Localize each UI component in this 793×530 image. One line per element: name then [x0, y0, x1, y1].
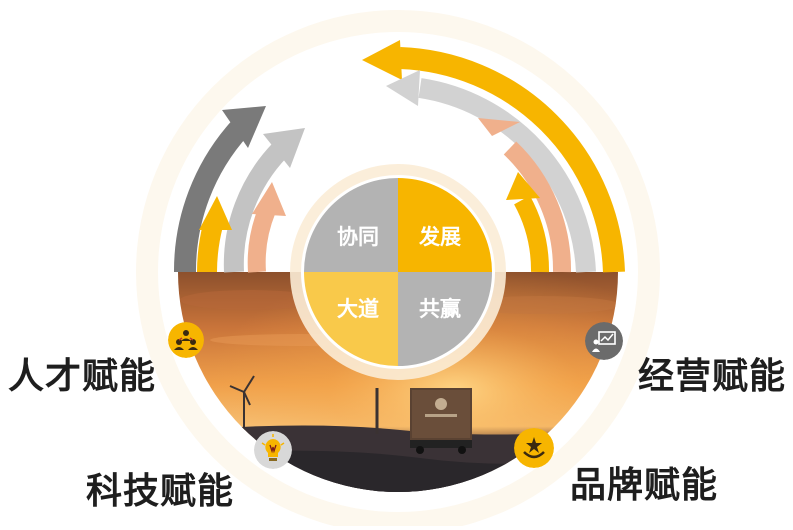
quadrant-top-left [304, 178, 398, 272]
label-brand-empowerment: 品牌赋能 [570, 465, 719, 506]
arrow-head [506, 172, 540, 200]
wind-turbine [229, 375, 379, 434]
arrow-head [263, 128, 305, 168]
quadrant-bottom-left [304, 272, 398, 366]
team-icon [168, 322, 204, 358]
arrow-head [386, 70, 420, 106]
arrow-head [362, 40, 402, 80]
presentation-chart-icon [585, 322, 623, 360]
quadrant-bottom-right [398, 272, 492, 366]
arrow-head [478, 118, 520, 136]
quadrant-label-top-right: 发展 [418, 225, 461, 249]
right-arrows [362, 40, 625, 273]
quadrant-label-bottom-left: 大道 [337, 297, 379, 321]
label-technology-empowerment: 科技赋能 [86, 471, 235, 512]
center-quadrants: 协同 发展 大道 共赢 [304, 178, 492, 366]
quadrant-top-right [398, 178, 492, 272]
arrow-head [199, 196, 232, 230]
quadrant-label-bottom-right: 共赢 [419, 297, 461, 321]
lightbulb-icon [254, 431, 292, 469]
left-arrows [173, 106, 305, 273]
label-talent-empowerment: 人才赋能 [8, 356, 157, 397]
smiley-star-icon [514, 428, 554, 468]
arrow-head [252, 182, 286, 216]
quadrant-label-top-left: 协同 [337, 225, 379, 249]
label-operation-empowerment: 经营赋能 [638, 356, 787, 397]
delivery-truck [410, 388, 472, 454]
arrow-head [222, 106, 266, 148]
